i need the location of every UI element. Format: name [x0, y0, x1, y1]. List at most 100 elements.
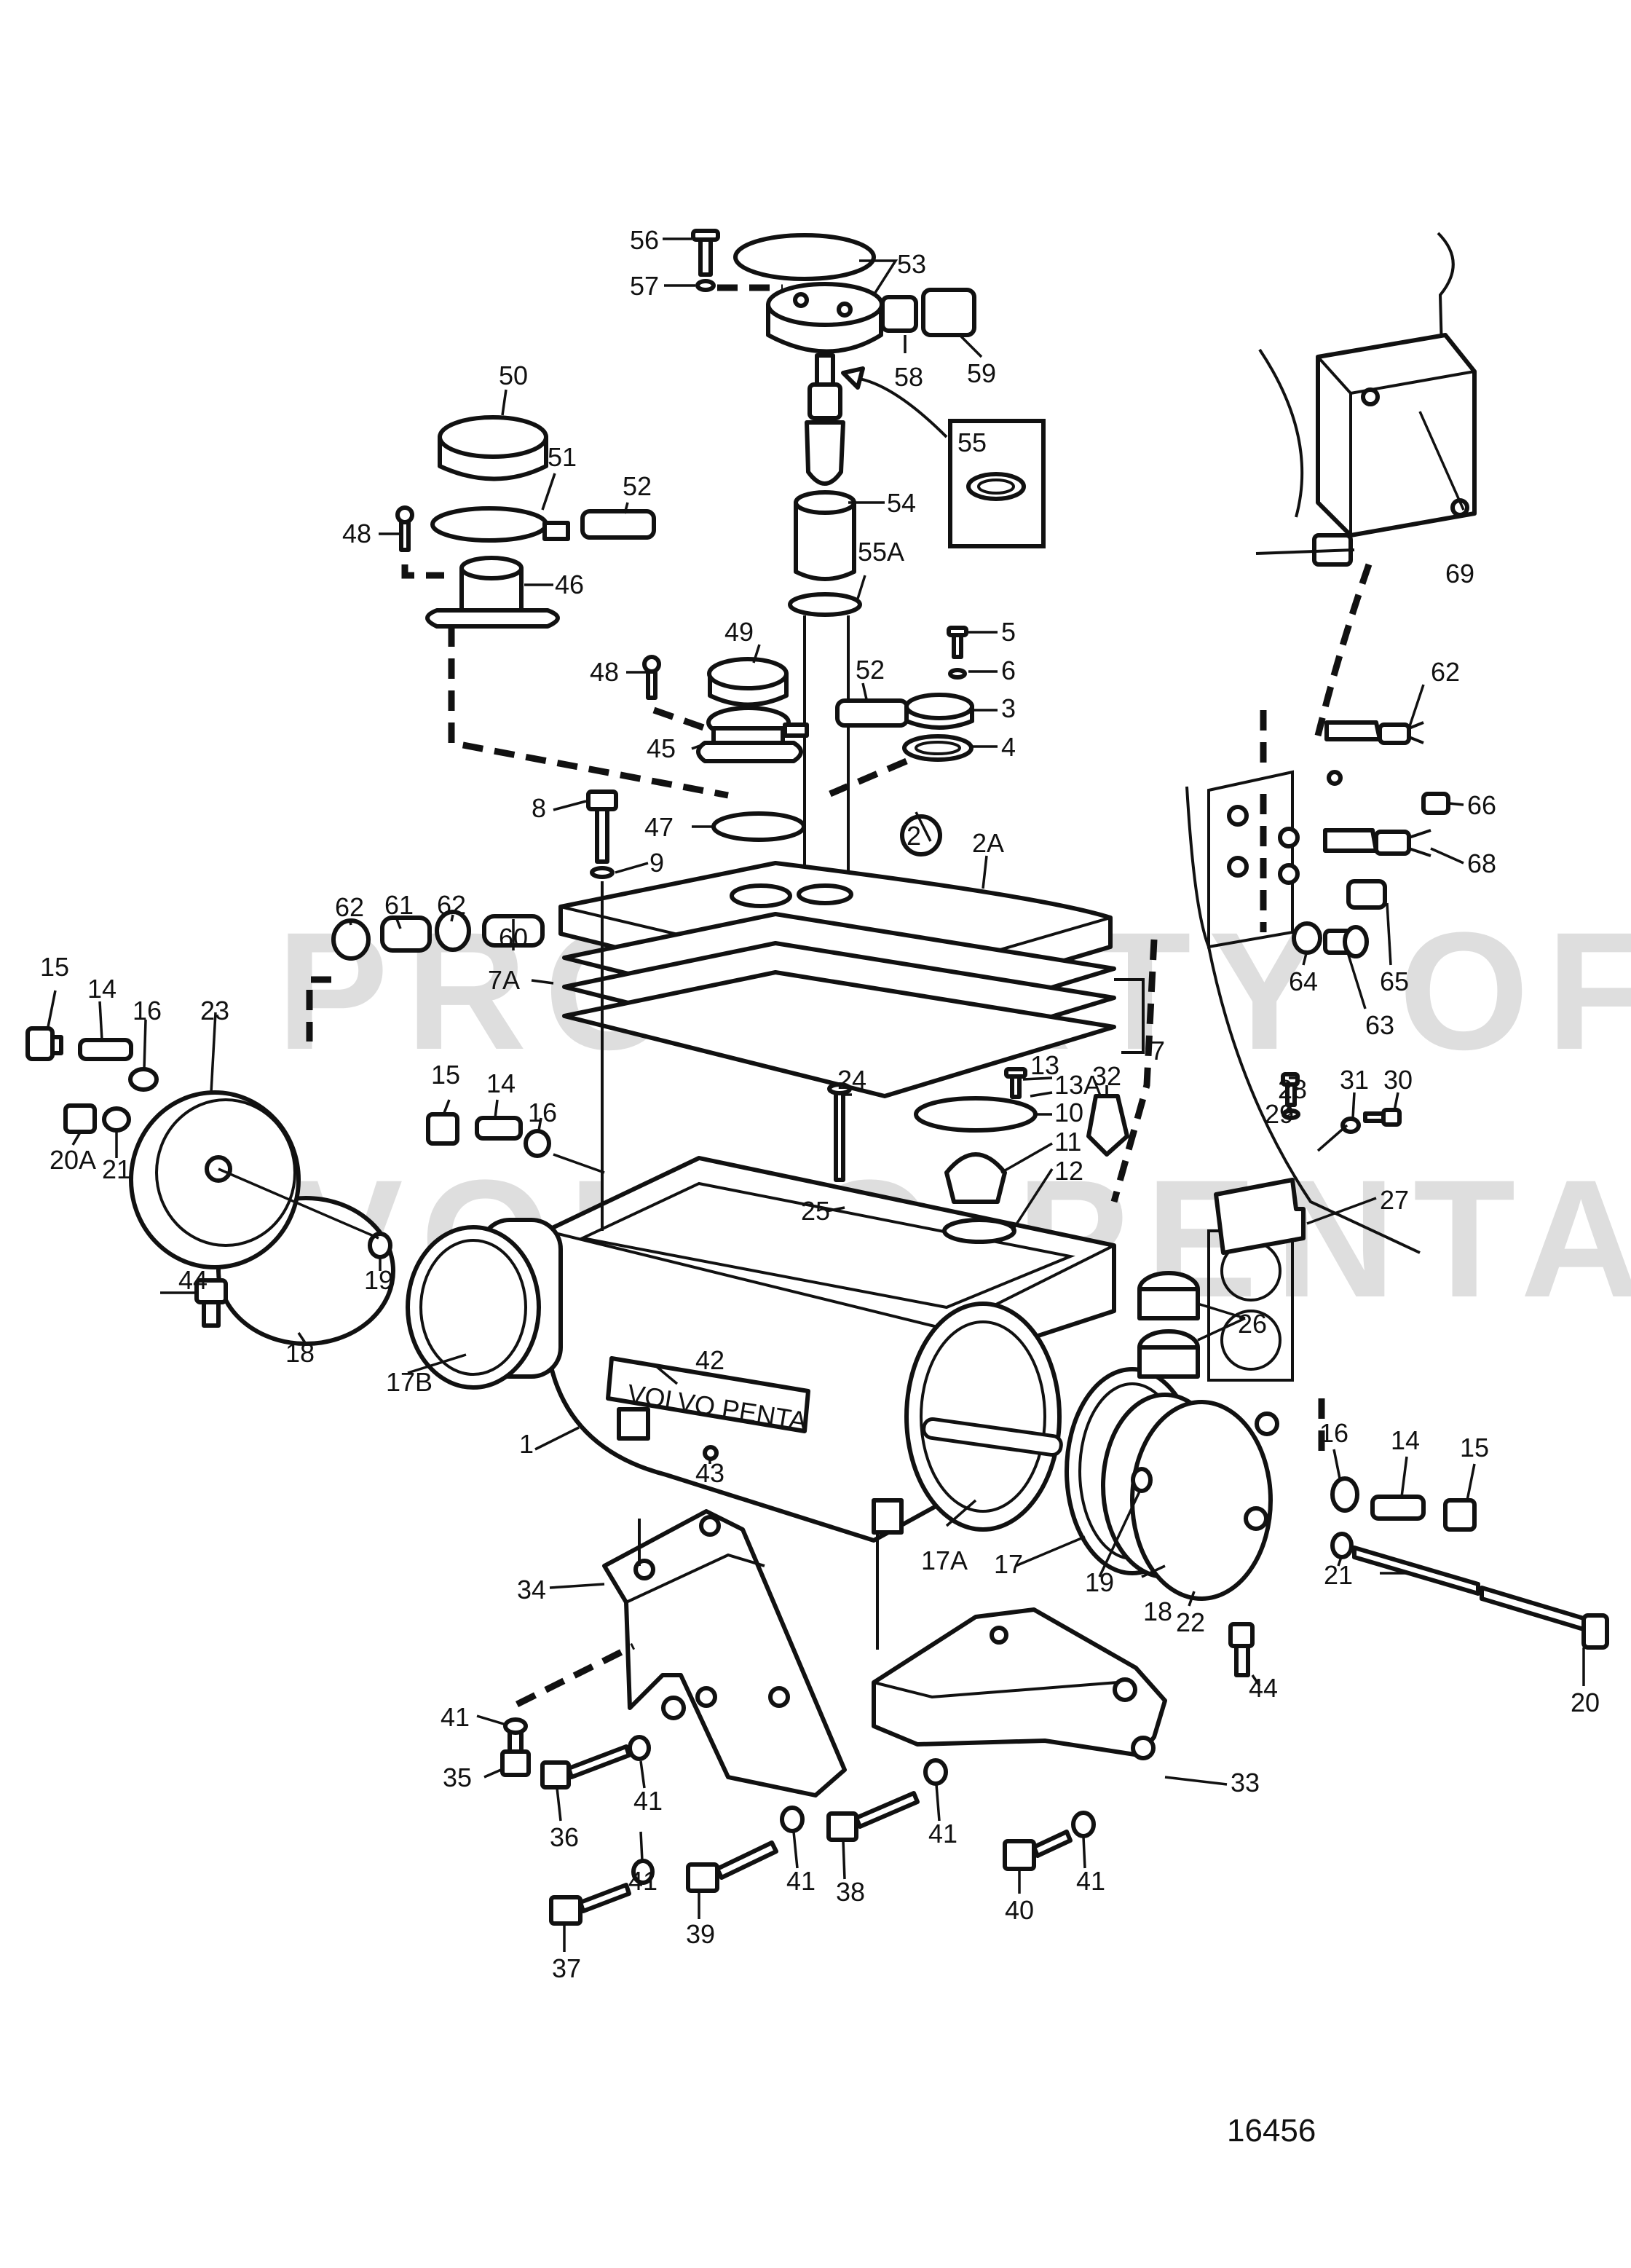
clamp-ring-51	[430, 506, 548, 543]
washer-41a	[503, 1717, 528, 1735]
washer-21-right	[1330, 1532, 1354, 1559]
callout-label: 57	[630, 271, 659, 301]
callout-label: 64	[1289, 966, 1318, 996]
callout-label: 55A	[858, 537, 904, 567]
plug-15-mid	[426, 1112, 459, 1146]
right-end-cap-assembly	[1065, 1367, 1609, 1677]
gasket-7-lower	[562, 970, 1116, 1098]
callout-label: 19	[364, 1265, 393, 1295]
bolt-36	[540, 1760, 571, 1789]
callout-label: 16	[133, 996, 162, 1025]
callout-label: 44	[1249, 1673, 1278, 1703]
callout-label: 20	[1571, 1688, 1600, 1717]
washer-64	[1292, 921, 1322, 955]
callout-label: 12	[1054, 1156, 1083, 1186]
plug-15-right	[1443, 1498, 1477, 1532]
callout-label: 18	[1143, 1596, 1172, 1626]
gasket-47	[711, 811, 806, 842]
sensor-62	[1324, 720, 1382, 741]
callout-label: 69	[1445, 559, 1474, 588]
cap-stem	[815, 353, 835, 387]
bolt-24	[834, 1090, 845, 1182]
callout-label: 33	[1231, 1768, 1260, 1798]
callout-label: 13	[1030, 1050, 1059, 1080]
callout-label: 27	[1380, 1185, 1409, 1215]
panel-plate	[1207, 770, 1294, 949]
leader-lines	[47, 237, 1585, 1952]
bolt-38	[826, 1811, 858, 1842]
callout-label: 52	[623, 471, 652, 501]
assembly-marker-circle	[900, 814, 942, 857]
hose-52-top	[580, 509, 656, 540]
callout-label: 65	[1380, 966, 1409, 996]
anode-14-right	[1370, 1495, 1426, 1521]
callout-label: 60	[499, 923, 528, 953]
drain-cock-44-right	[1234, 1644, 1250, 1677]
washer-21-left	[102, 1106, 131, 1133]
callout-label: 21	[1324, 1560, 1353, 1590]
callout-label: 19	[1085, 1567, 1114, 1597]
washer-41c	[631, 1859, 655, 1885]
callout-label: 62	[437, 890, 466, 920]
mounting-brackets	[500, 1509, 1167, 1926]
callout-label: 39	[686, 1919, 715, 1949]
plug-66	[1421, 792, 1450, 815]
callout-label: 51	[548, 442, 577, 472]
callout-label: 54	[887, 488, 916, 518]
callout-label: 62	[335, 892, 364, 922]
callout-label: 56	[630, 225, 659, 255]
callout-label: 13A	[1054, 1070, 1101, 1100]
washer-41e	[923, 1758, 948, 1786]
anode-14-left	[78, 1038, 133, 1061]
callout-label: 37	[552, 1953, 581, 1983]
callout-label: 26	[1238, 1309, 1267, 1339]
left-end-cap-assembly	[25, 910, 605, 1390]
washer-41f	[1071, 1811, 1096, 1838]
callout-label: 15	[431, 1060, 460, 1090]
callout-label: 48	[590, 657, 619, 687]
hose-61	[380, 916, 432, 953]
callout-label: 40	[1005, 1895, 1034, 1925]
callout-label: 36	[550, 1822, 579, 1852]
screw-5	[952, 633, 963, 659]
callout-label: 16	[528, 1098, 557, 1127]
clamp-62b	[435, 910, 471, 952]
callout-label: 9	[649, 848, 664, 878]
callout-label: 41	[441, 1702, 470, 1732]
bushing-54	[794, 500, 856, 581]
callout-label: 30	[1383, 1065, 1413, 1095]
screw-48-top	[399, 520, 411, 552]
callout-label: 68	[1467, 848, 1496, 878]
bolt-37	[549, 1895, 582, 1926]
seal-55a	[788, 592, 862, 617]
callout-label: 17A	[921, 1546, 968, 1575]
callout-label: 1	[519, 1429, 534, 1459]
expansion-neck-assembly	[642, 626, 974, 857]
gasket-10	[914, 1096, 1038, 1133]
stud-20	[1480, 1586, 1593, 1634]
seal-12	[942, 1218, 1016, 1244]
washer-9	[590, 866, 615, 879]
callout-label: 59	[967, 358, 996, 388]
callout-label: 66	[1467, 790, 1496, 820]
washer-16-mid	[524, 1129, 551, 1158]
o-ring-19-left	[368, 1232, 392, 1259]
callout-label: 41	[1076, 1866, 1105, 1896]
end-cover-22	[1130, 1400, 1273, 1601]
sender-68	[1323, 828, 1378, 853]
sensor-bracket-group	[1137, 1072, 1402, 1382]
callout-label: 11	[1054, 1127, 1081, 1157]
washer-6	[948, 668, 967, 680]
callout-label: 17B	[386, 1367, 433, 1397]
callout-label: 41	[628, 1866, 657, 1896]
callout-label: 5	[1001, 617, 1016, 647]
bolt-28	[1285, 1082, 1297, 1107]
callout-label: 63	[1365, 1010, 1394, 1040]
washer-31	[1340, 1117, 1361, 1134]
callout-label: 52	[856, 655, 885, 685]
callout-label: 21	[102, 1154, 131, 1184]
clamp-62a	[331, 918, 371, 961]
neck-flange-46	[425, 608, 560, 629]
callout-label: 2	[907, 821, 921, 851]
